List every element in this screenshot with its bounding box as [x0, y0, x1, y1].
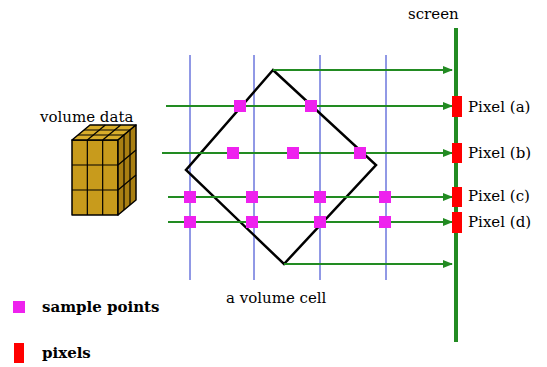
pixel-label: Pixel (d): [468, 213, 531, 231]
screen-line: [454, 28, 458, 342]
pixel-marks: [452, 96, 462, 233]
pixel-label: Pixel (b): [468, 144, 531, 162]
legend-swatch: [14, 343, 24, 363]
pixel-label: Pixel (c): [468, 187, 530, 205]
sample-points: [184, 100, 391, 228]
legend-swatch: [13, 301, 25, 313]
legend-text: sample points: [42, 298, 159, 316]
volume-cell: [186, 70, 376, 264]
volume-cube: [72, 125, 136, 215]
grid-lines: [190, 55, 386, 280]
cell-label: a volume cell: [226, 289, 326, 307]
pixel-label: Pixel (a): [468, 98, 530, 116]
screen-label: screen: [408, 5, 459, 23]
legend-text: pixels: [42, 344, 91, 362]
rays: [162, 70, 452, 264]
data-label: volume data: [40, 108, 133, 126]
